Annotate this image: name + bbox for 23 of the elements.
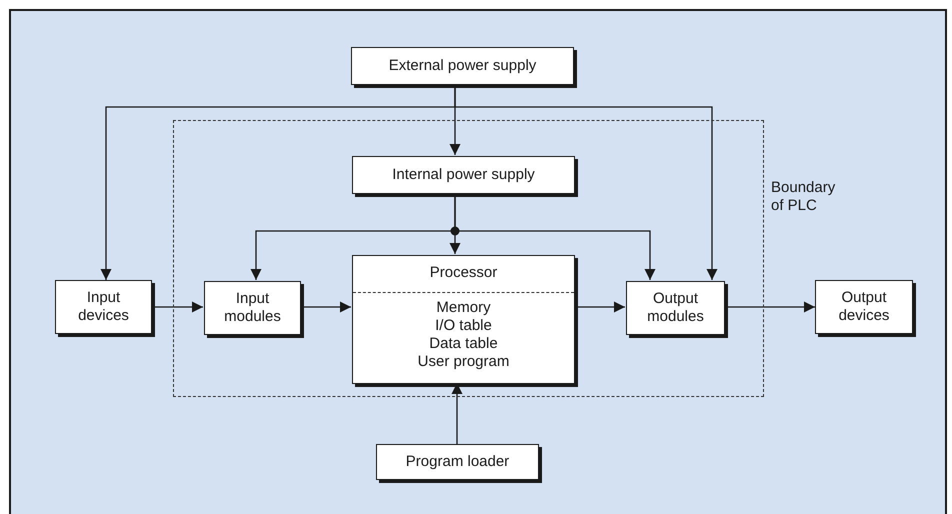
block-box xyxy=(204,281,301,335)
box-text: Input modules xyxy=(223,290,282,326)
box-text: Input devices xyxy=(77,289,130,325)
box-heading: Processor xyxy=(430,264,498,282)
arrow xyxy=(152,302,203,312)
arrow xyxy=(454,85,718,280)
box-text: Output modules xyxy=(646,290,705,326)
block-box xyxy=(376,444,539,480)
block-box xyxy=(352,156,575,194)
box-text: Data table xyxy=(429,335,498,353)
block-box xyxy=(815,280,913,334)
block-box xyxy=(626,281,725,335)
box-text: I/O table xyxy=(435,317,492,335)
box-text: Memory xyxy=(436,299,491,317)
box-text: Program loader xyxy=(406,453,510,471)
box-text: External power supply xyxy=(388,57,536,75)
block-box xyxy=(351,47,574,85)
processor-box xyxy=(352,255,575,384)
box-text: User program xyxy=(418,353,510,371)
boundary-label: Boundary of PLC xyxy=(771,179,836,215)
block-box xyxy=(55,280,152,334)
box-text: Internal power supply xyxy=(392,166,535,184)
box-text: Output devices xyxy=(838,289,890,325)
